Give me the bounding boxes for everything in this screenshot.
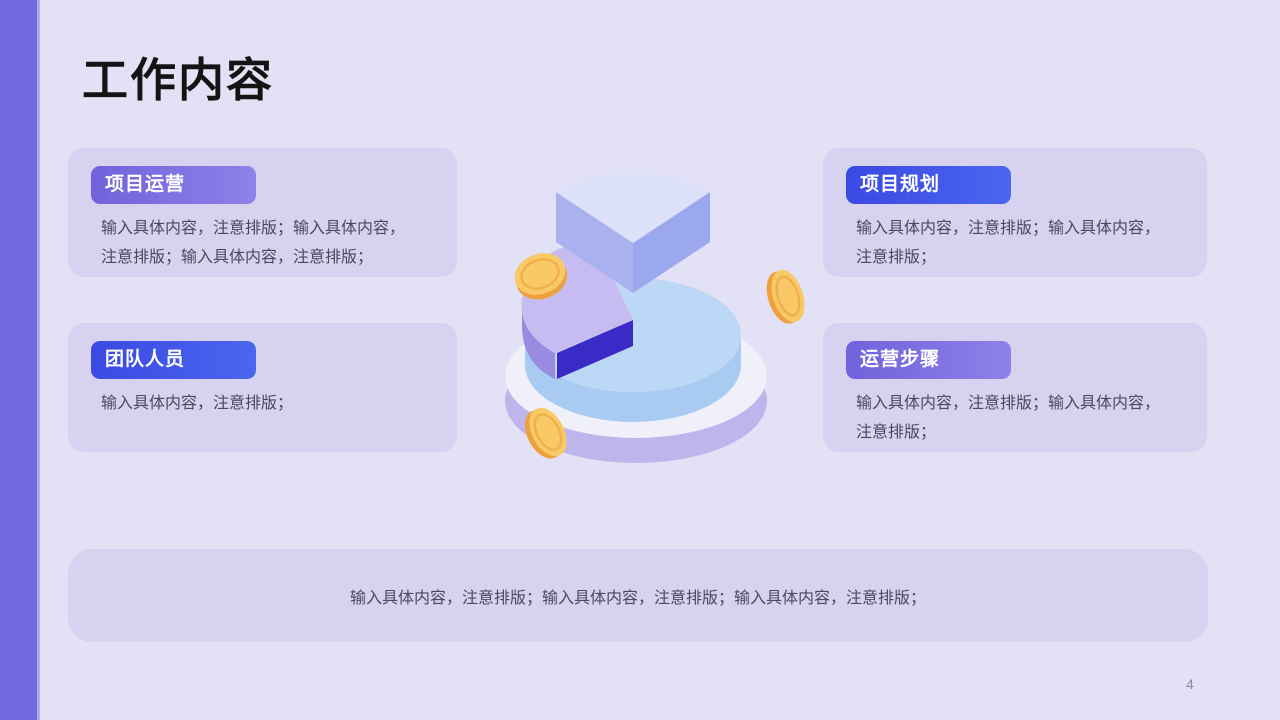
card-project-operation: 项目运营 输入具体内容，注意排版；输入具体内容， 注意排版；输入具体内容，注意排…: [68, 148, 457, 277]
card-project-planning: 项目规划 输入具体内容，注意排版；输入具体内容， 注意排版；: [823, 148, 1207, 277]
page-number: 4: [1186, 676, 1194, 692]
card-operation-steps: 运营步骤 输入具体内容，注意排版；输入具体内容， 注意排版；: [823, 323, 1207, 452]
footer-card: 输入具体内容，注意排版；输入具体内容，注意排版；输入具体内容，注意排版；: [68, 549, 1208, 642]
card-label-badge: 运营步骤: [846, 341, 1011, 379]
floating-wedge-icon: [556, 172, 710, 293]
footer-text: 输入具体内容，注意排版；输入具体内容，注意排版；输入具体内容，注意排版；: [349, 589, 926, 607]
card-body-text: 输入具体内容，注意排版；输入具体内容， 注意排版；: [856, 395, 1161, 441]
card-team-members: 团队人员 输入具体内容，注意排版；: [68, 323, 457, 452]
coin-icon: [766, 269, 805, 324]
page-title: 工作内容: [82, 54, 274, 106]
card-label-badge: 项目运营: [91, 166, 256, 204]
coin-icon: [524, 407, 567, 459]
card-body-text: 输入具体内容，注意排版；输入具体内容， 注意排版；: [856, 220, 1161, 266]
coin-icon: [514, 253, 568, 300]
left-accent-bar: [0, 0, 37, 720]
card-body-text: 输入具体内容，注意排版；输入具体内容， 注意排版；输入具体内容，注意排版；: [101, 220, 406, 266]
left-accent-bar-edge: [37, 0, 40, 720]
card-label-badge: 团队人员: [91, 341, 256, 379]
pie-chart-illustration: [470, 148, 815, 493]
card-label-badge: 项目规划: [846, 166, 1011, 204]
card-body-text: 输入具体内容，注意排版；: [101, 395, 294, 412]
